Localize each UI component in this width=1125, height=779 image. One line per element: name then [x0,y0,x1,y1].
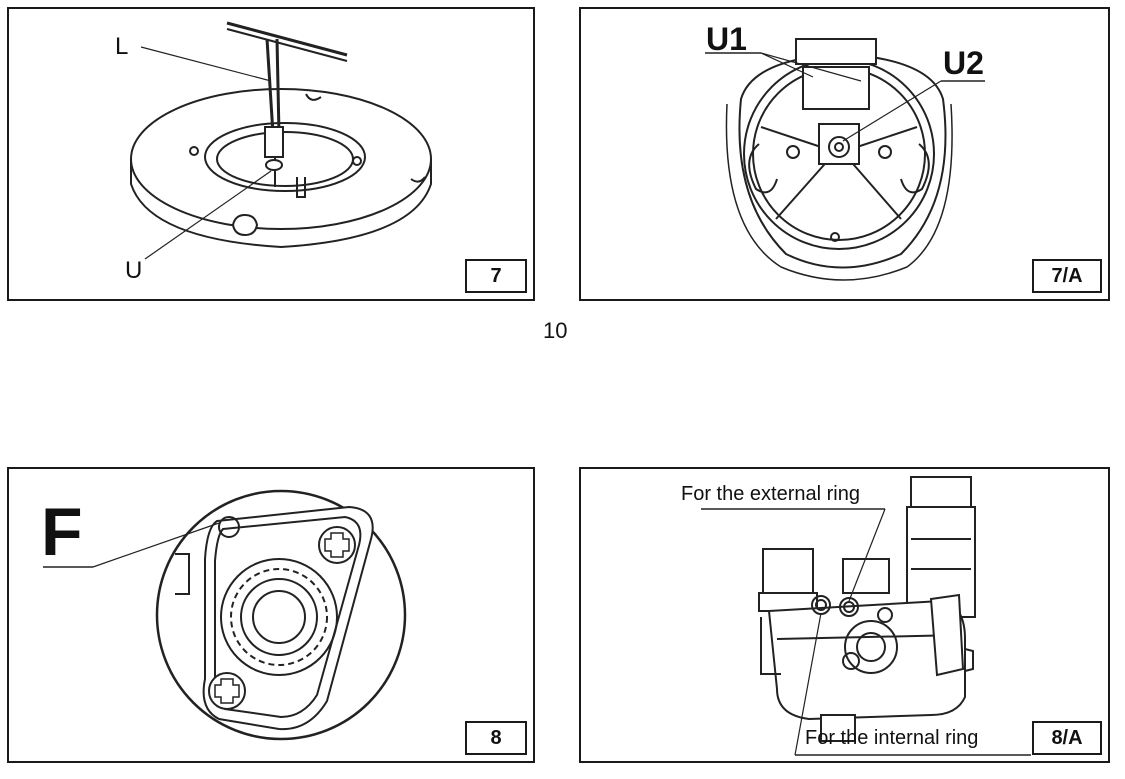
figure-7-panel: L U 7 [7,7,535,301]
figure-8-illustration [43,489,407,741]
figure-8a-illustration [701,476,1031,756]
figure-8a-panel: For the external ring For the internal r… [579,467,1110,763]
figure-7a-illustration [705,38,985,281]
label-u1: U1 [706,21,747,57]
label-internal-ring: For the internal ring [805,727,979,749]
label-l: L [115,33,129,60]
figure-8-panel: F 8 [7,467,535,763]
label-f: F [41,494,83,570]
label-u2: U2 [943,45,984,81]
figure-7-tag: 7 [465,259,527,293]
label-u: U [125,257,143,284]
figure-8a-tag: 8/A [1032,721,1102,755]
figure-7a-tag: 7/A [1032,259,1102,293]
figure-8-tag: 8 [465,721,527,755]
figure-7-illustration [130,21,432,260]
label-external-ring: For the external ring [681,483,860,505]
figure-7a-panel: U1 U2 7/A [579,7,1110,301]
page-number: 10 [543,318,568,343]
